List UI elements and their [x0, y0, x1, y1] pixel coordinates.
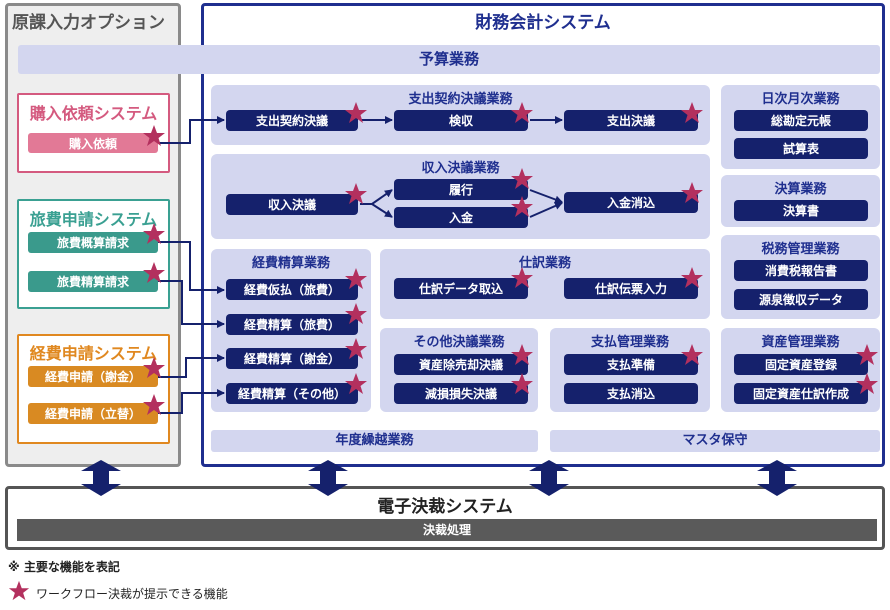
- payment-group-title: 支払管理業務: [590, 335, 669, 350]
- expense-settlement-group-title: 経費精算業務: [251, 256, 330, 271]
- fixed-asset-journal-button[interactable]: 固定資産仕訳作成: [734, 383, 868, 404]
- input-options-title: 原課入力オプション: [12, 13, 165, 33]
- e-approval-title: 電子決裁システム: [377, 497, 513, 517]
- purchase-request-button[interactable]: 購入依頼: [28, 133, 158, 153]
- expense-settlement-travel-button[interactable]: 経費精算（旅費）: [226, 314, 358, 335]
- tax-group-title: 税務管理業務: [761, 242, 840, 257]
- consumption-tax-report-button[interactable]: 消費税報告書: [734, 260, 868, 281]
- withholding-data-button[interactable]: 源泉徴収データ: [734, 289, 868, 310]
- expenditure-group-title: 支出契約決議業務: [408, 92, 513, 107]
- expense-system-title: 経費申請システム: [29, 344, 158, 363]
- revenue-decision-button[interactable]: 収入決議: [226, 194, 358, 215]
- journal-import-button[interactable]: 仕訳データ取込: [394, 278, 528, 299]
- expense-system: [17, 334, 170, 444]
- budget-band[interactable]: 予算業務: [18, 45, 880, 74]
- asset-disposal-button[interactable]: 資産除売却決議: [394, 354, 528, 375]
- carryover-band[interactable]: 年度繰越業務: [211, 430, 538, 452]
- purchase-system-title: 購入依頼システム: [29, 104, 158, 123]
- legend-label: ワークフロー決裁が提示できる機能: [36, 587, 228, 601]
- expense-settlement-honorarium-button[interactable]: 経費精算（謝金）: [226, 348, 358, 369]
- approval-processing-bar[interactable]: 決裁処理: [17, 519, 877, 541]
- star-icon: [8, 580, 30, 602]
- main-functions-note: ※ 主要な機能を表記: [8, 560, 120, 574]
- inspection-button[interactable]: 検収: [394, 110, 528, 131]
- financial-accounting-title: 財務会計システム: [475, 13, 611, 33]
- travel-settlement-button[interactable]: 旅費精算請求: [28, 271, 158, 292]
- master-maintenance-band[interactable]: マスタ保守: [550, 430, 880, 452]
- expenditure-decision-button[interactable]: 支出決議: [564, 110, 698, 131]
- revenue-group-title: 収入決議業務: [421, 161, 500, 176]
- payment-prep-button[interactable]: 支払準備: [564, 354, 698, 375]
- financial-statements-button[interactable]: 決算書: [734, 200, 868, 221]
- daily-monthly-group-title: 日次月次業務: [761, 92, 840, 107]
- general-ledger-button[interactable]: 総勘定元帳: [734, 110, 868, 131]
- travel-estimate-button[interactable]: 旅費概算請求: [28, 232, 158, 253]
- expense-advance-button[interactable]: 経費申請（立替）: [28, 403, 158, 424]
- deposit-clearing-button[interactable]: 入金消込: [564, 192, 698, 213]
- trial-balance-button[interactable]: 試算表: [734, 138, 868, 159]
- travel-system-title: 旅費申請システム: [29, 210, 158, 229]
- journal-entry-button[interactable]: 仕訳伝票入力: [564, 278, 698, 299]
- expenditure-contract-button[interactable]: 支出契約決議: [226, 110, 358, 131]
- fixed-asset-register-button[interactable]: 固定資産登録: [734, 354, 868, 375]
- journal-group-title: 仕訳業務: [518, 256, 571, 271]
- expense-honorarium-button[interactable]: 経費申請（謝金）: [28, 366, 158, 387]
- fulfillment-button[interactable]: 履行: [394, 179, 528, 200]
- other-decision-group-title: その他決議業務: [413, 335, 505, 350]
- deposit-button[interactable]: 入金: [394, 207, 528, 228]
- closing-group-title: 決算業務: [774, 182, 827, 197]
- payment-clearing-button[interactable]: 支払消込: [564, 383, 698, 404]
- expense-advance-travel-button[interactable]: 経費仮払（旅費）: [226, 279, 358, 300]
- asset-management-group-title: 資産管理業務: [761, 335, 840, 350]
- expense-settlement-other-button[interactable]: 経費精算（その他）: [226, 383, 358, 404]
- impairment-loss-button[interactable]: 減損損失決議: [394, 383, 528, 404]
